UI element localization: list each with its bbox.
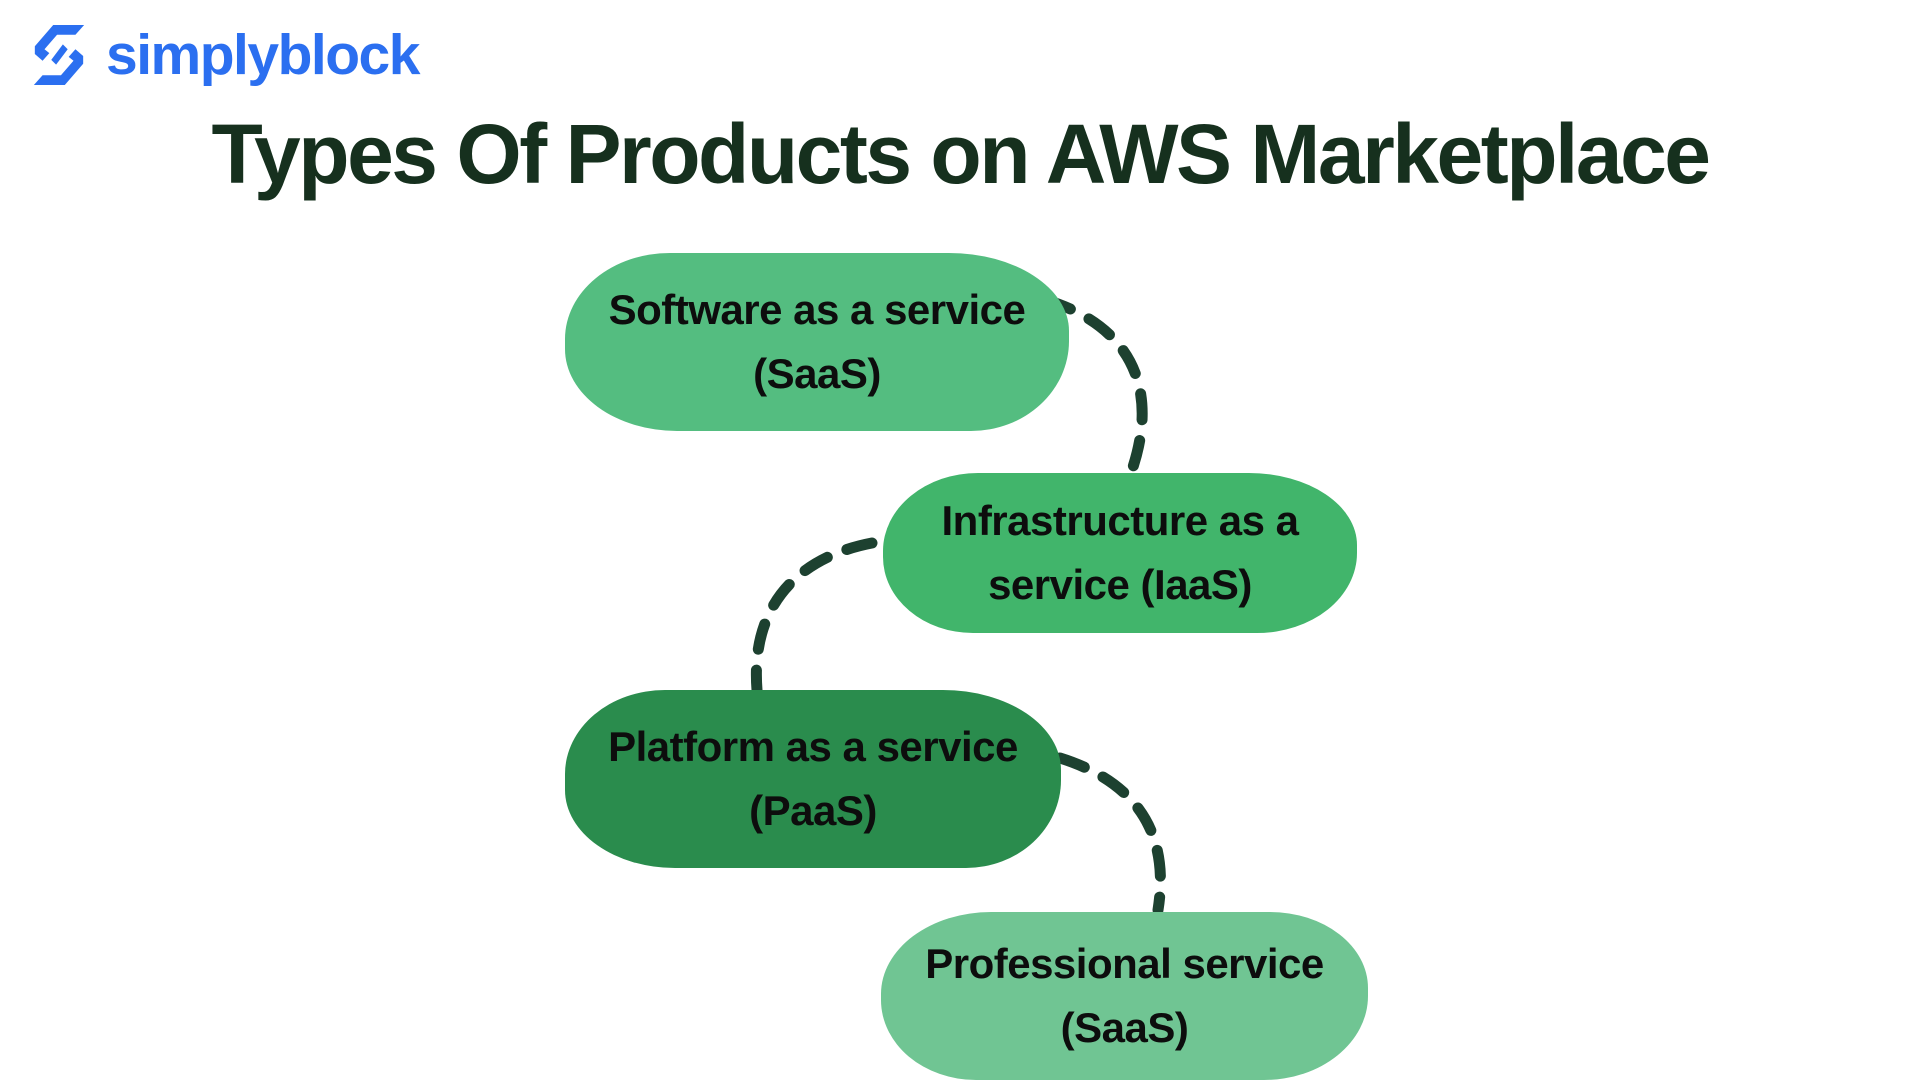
simplyblock-logo: simplyblock bbox=[30, 20, 420, 90]
node-platform-as-a-service: Platform as a service (PaaS) bbox=[565, 690, 1061, 868]
node-infrastructure-line2: service (IaaS) bbox=[988, 561, 1252, 608]
node-professional-service: Professional service (SaaS) bbox=[881, 912, 1368, 1080]
brand-name: simplyblock bbox=[106, 22, 420, 87]
node-software-line1: Software as a service bbox=[608, 286, 1026, 333]
node-professional-line1: Professional service bbox=[925, 940, 1324, 987]
node-software-as-a-service: Software as a service (SaaS) bbox=[565, 253, 1069, 431]
node-software-line2: (SaaS) bbox=[753, 350, 881, 397]
simplyblock-logo-icon bbox=[30, 20, 88, 90]
node-infrastructure-as-a-service: Infrastructure as a service (IaaS) bbox=[883, 473, 1357, 633]
node-platform-line1: Platform as a service bbox=[608, 723, 1018, 770]
connector-paas-to-professional bbox=[1054, 752, 1166, 916]
node-infrastructure-line1: Infrastructure as a bbox=[941, 497, 1299, 544]
connector-iaas-to-paas bbox=[750, 537, 878, 696]
page-title: Types Of Products on AWS Marketplace bbox=[211, 107, 1711, 201]
node-platform-line2: (PaaS) bbox=[749, 787, 877, 834]
node-professional-line2: (SaaS) bbox=[1060, 1004, 1189, 1051]
